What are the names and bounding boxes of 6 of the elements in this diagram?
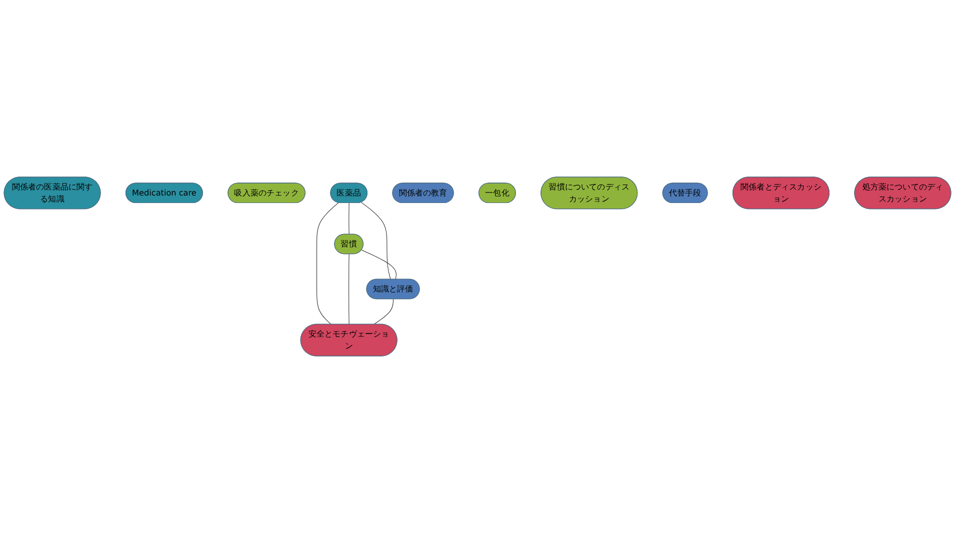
connector <box>348 202 350 235</box>
connector <box>361 250 396 280</box>
connector <box>373 298 394 325</box>
connector <box>316 202 339 325</box>
connector <box>361 202 391 280</box>
connector <box>348 254 350 325</box>
